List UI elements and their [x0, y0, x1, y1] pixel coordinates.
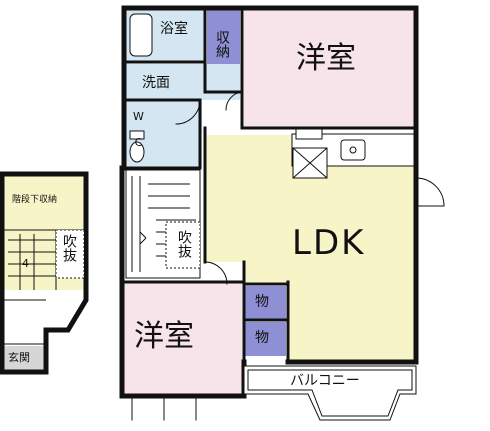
bathtub-fixture — [129, 13, 153, 57]
lower-void-area — [55, 229, 85, 279]
washroom-label: 洗面 — [142, 75, 170, 91]
entrance-area — [4, 346, 44, 370]
outer-wall — [119, 5, 419, 399]
western-room-top-label: 洋室 — [296, 41, 356, 76]
toilet-label: W C — [132, 110, 145, 149]
interior-walls — [120, 6, 418, 398]
storage-b-area — [244, 322, 286, 356]
storage-a-label: 物 — [255, 294, 269, 310]
lower-void-label: 吹抜 — [61, 234, 77, 262]
western-room-top-area — [244, 10, 414, 128]
door-swings — [131, 91, 445, 421]
washroom-area — [126, 64, 240, 100]
stair-step-number: 4 — [22, 257, 29, 270]
bathroom-label: 浴室 — [160, 21, 188, 37]
kitchen-hood — [295, 128, 323, 140]
storage-b-label: 物 — [255, 330, 269, 346]
western-room-bottom-label: 洋室 — [134, 319, 194, 354]
void-main-area — [165, 221, 201, 269]
toilet-fixture — [129, 130, 145, 163]
western-room-bottom-area — [124, 282, 242, 394]
storage-a-area — [244, 286, 286, 320]
balcony-label: バルコニー — [290, 373, 360, 389]
lower-staircase — [8, 234, 56, 290]
entrance-label: 玄関 — [8, 351, 30, 364]
understairs-storage-area — [4, 176, 84, 230]
balcony — [243, 365, 417, 421]
ldk-label: LDK — [292, 223, 366, 263]
understairs-storage-label: 階段下収納 — [12, 195, 58, 205]
void-main-label: 吹抜 — [176, 230, 192, 258]
lower-outer-wall — [0, 171, 89, 375]
ldk-area — [205, 135, 414, 360]
closet-top-label: 収納 — [214, 30, 230, 58]
